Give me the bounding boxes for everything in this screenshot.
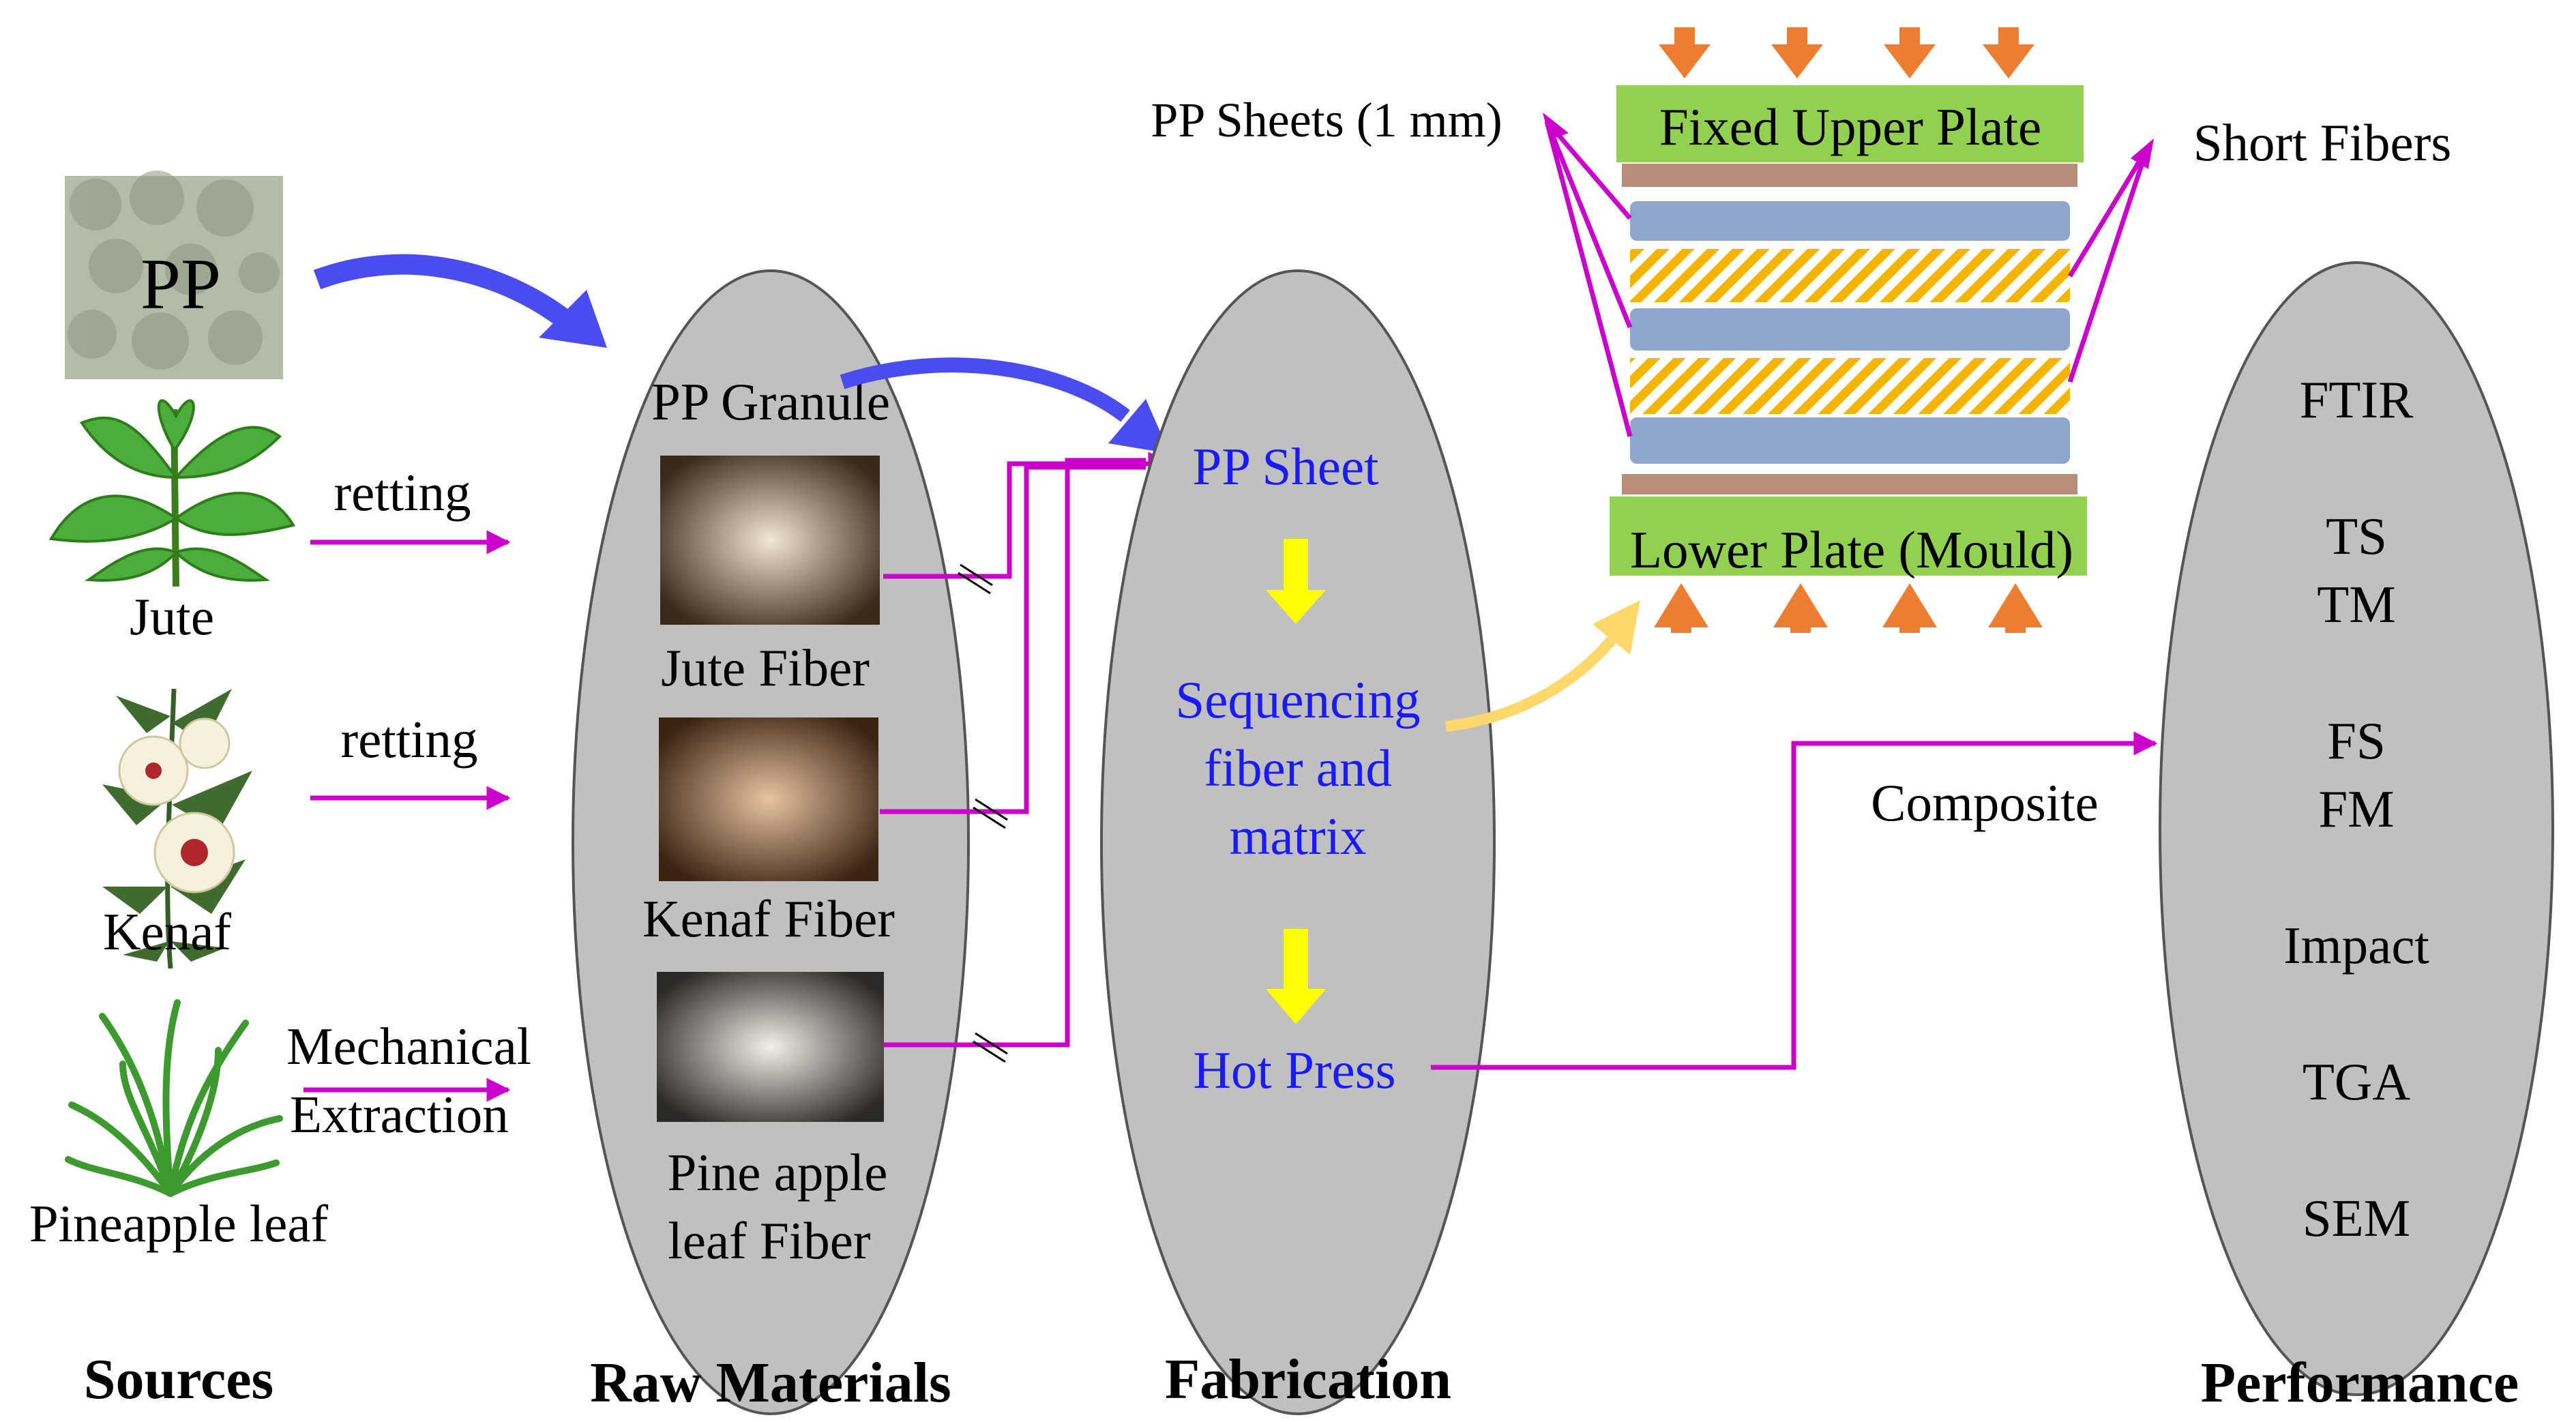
upper-spacer: [1622, 164, 2077, 187]
category-fabrication: Fabrication: [1165, 1348, 1451, 1411]
mechanical-label-line1: Mechanical: [286, 1017, 531, 1076]
granule-to-sheet-arrowhead: [1108, 399, 1170, 454]
fiber-layer-2: [1630, 358, 2070, 414]
pp-sheets-pointer-head: [1543, 113, 1569, 140]
sequencing-label-line1: Sequencing: [1175, 670, 1420, 729]
perf-ts: TS: [2326, 507, 2387, 565]
upper-plate-label: Fixed Upper Plate: [1659, 98, 2041, 156]
pp-sheet-layer-1: [1630, 201, 2070, 241]
perf-tm: TM: [2317, 575, 2396, 634]
pineapple-label: Pineapple leaf: [29, 1194, 329, 1253]
top-pressure-arrows: [1659, 27, 2034, 78]
fiber-layer-1: [1630, 249, 2070, 302]
hot-press-to-performance-arrow: [1431, 731, 2158, 1070]
sequencing-to-press-arrowhead: [1593, 600, 1640, 655]
pineapple-fiber-label-line1: Pine apple: [668, 1143, 888, 1202]
composite-label: Composite: [1871, 773, 2099, 832]
yellow-down-arrow-2: [1266, 929, 1326, 1024]
jute-fiber-label: Jute Fiber: [661, 638, 870, 697]
sequencing-to-press-arrow: [1445, 631, 1621, 732]
sequencing-label-line2: fiber and: [1204, 739, 1392, 797]
fiber-connectors: [880, 458, 1146, 1048]
pp-sheets-pointers: [1544, 119, 1633, 437]
lower-spacer: [1622, 474, 2077, 494]
fabrication-ellipse: [1100, 269, 1496, 1415]
short-fibers-pointers: [2067, 147, 2150, 383]
jute-label: Jute: [130, 587, 214, 646]
pp-to-granule-arrowhead: [539, 290, 607, 348]
lower-plate: [1610, 497, 2087, 576]
retting-label-jute: retting: [334, 463, 471, 522]
pp-sheets-label: PP Sheets (1 mm): [1151, 93, 1502, 147]
lower-plate-label: Lower Plate (Mould): [1630, 520, 2073, 579]
pp-sheet-layer-3: [1630, 417, 2070, 464]
perf-fs: FS: [2327, 711, 2386, 770]
granule-to-sheet-arrow: [840, 357, 1130, 422]
pp-source-label: PP: [140, 244, 221, 324]
short-fibers-pointer-head: [2131, 138, 2154, 169]
jute-plant-image: [48, 399, 296, 587]
perf-fm: FM: [2318, 780, 2394, 838]
retting-label-kenaf: retting: [341, 710, 478, 769]
sequencing-label-line3: matrix: [1230, 807, 1367, 865]
cut-marks: [958, 563, 1008, 1063]
jute-fiber-image: [660, 456, 880, 625]
kenaf-fiber-image: [659, 717, 878, 881]
pineapple-fiber-label-line2: leaf Fiber: [668, 1211, 870, 1270]
performance-ellipse: [2159, 261, 2554, 1396]
mechanical-label-line2: Extraction: [290, 1085, 509, 1144]
kenaf-label: Kenaf: [103, 902, 231, 961]
pp-source-image: PP: [65, 171, 283, 379]
pp-sheet-layer-2: [1630, 308, 2070, 351]
short-fibers-label: Short Fibers: [2193, 113, 2452, 172]
perf-ftir: FTIR: [2300, 370, 2414, 429]
kenaf-fiber-label: Kenaf Fiber: [642, 889, 895, 948]
category-performance: Performance: [2201, 1351, 2519, 1414]
yellow-down-arrow-1: [1266, 539, 1326, 624]
category-sources: Sources: [84, 1348, 273, 1411]
category-raw-materials: Raw Materials: [590, 1351, 951, 1414]
kenaf-plant-image: [102, 688, 252, 969]
hot-press-label: Hot Press: [1193, 1041, 1395, 1099]
perf-sem: SEM: [2303, 1189, 2410, 1247]
pineapple-plant-image: [65, 999, 283, 1197]
pp-to-granule-arrow: [313, 254, 573, 329]
upper-plate: [1616, 85, 2084, 162]
press-assembly: [1610, 27, 2087, 633]
bottom-pressure-arrows: [1654, 583, 2043, 633]
pp-sheet-label: PP Sheet: [1192, 437, 1378, 496]
perf-impact: Impact: [2283, 916, 2429, 975]
pineapple-fiber-image: [657, 972, 884, 1122]
perf-tga: TGA: [2303, 1052, 2411, 1111]
